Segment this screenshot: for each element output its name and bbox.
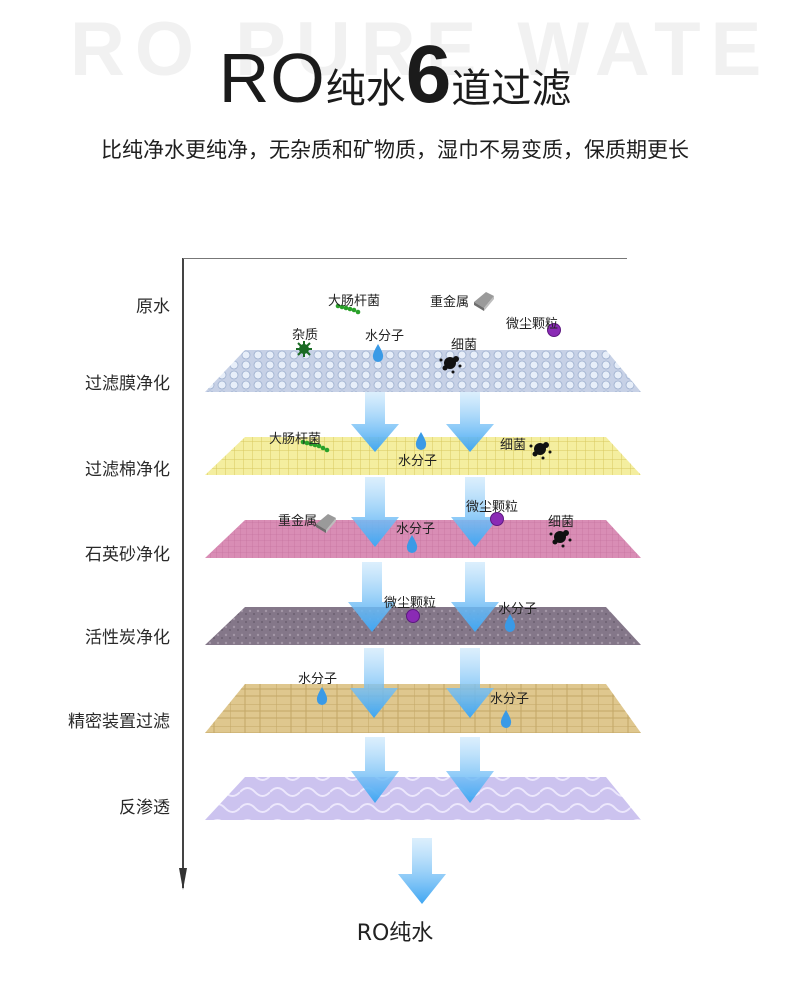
label-water: 水分子 (498, 602, 538, 617)
ecoli-icon (335, 303, 361, 315)
layer-precision (205, 684, 641, 733)
axis-top-line (183, 258, 627, 259)
dust-particle-icon (490, 512, 504, 526)
axis-arrow-tip (179, 868, 187, 890)
heavy-metal-icon (474, 292, 494, 311)
flow-arrow-membrane-left (351, 392, 399, 452)
water-drop-icon (406, 535, 418, 553)
background-watermark: RO PURE WATE (70, 7, 772, 92)
stage-label-cotton: 过滤棉净化 (85, 460, 170, 480)
flow-arrow-cotton-left (351, 477, 399, 547)
layer-quartz (205, 520, 641, 558)
stage-label-quartz: 石英砂净化 (85, 545, 170, 565)
bacteria-icon (439, 356, 462, 374)
label-bacteria: 细菌 (548, 515, 575, 530)
label-dust: 微尘颗粒 (384, 596, 437, 611)
label-dust: 微尘颗粒 (506, 317, 559, 332)
flow-arrow-carbon-right (446, 648, 494, 718)
flow-arrow-carbon-left (350, 648, 398, 718)
title-end: 道过滤 (451, 66, 572, 112)
flow-arrow-output (398, 838, 446, 904)
impurity-icon (296, 341, 312, 357)
label-water: 水分子 (365, 329, 405, 344)
water-drop-icon (504, 614, 516, 632)
layer-carbon (205, 607, 641, 645)
page-subtitle: 比纯净水更纯净，无杂质和矿物质，湿巾不易变质，保质期更长 (101, 138, 689, 162)
title-number: 6 (405, 29, 452, 120)
label-water: 水分子 (398, 454, 438, 469)
heavy-metal-icon (316, 514, 336, 533)
stage-label-precision: 精密装置过滤 (68, 712, 170, 732)
bacteria-icon (549, 530, 572, 548)
water-drop-icon (415, 432, 427, 450)
stage-label-carbon: 活性炭净化 (85, 628, 170, 648)
ecoli-icon (300, 439, 330, 453)
label-water: 水分子 (490, 692, 530, 707)
flow-arrow-membrane-right (446, 392, 494, 452)
label-bacteria: 细菌 (451, 338, 478, 353)
page-title: RO纯水6道过滤 (0, 28, 790, 122)
label-heavy-metal: 重金属 (430, 295, 470, 310)
flow-arrow-precision-right (446, 737, 494, 803)
label-water: 水分子 (298, 672, 338, 687)
bacteria-icon (529, 442, 552, 460)
stage-label-ro: 反渗透 (119, 798, 170, 818)
stage-label-membrane: 过滤膜净化 (85, 374, 170, 394)
flow-arrow-quartz-left (348, 562, 396, 632)
layer-reverse-osmosis (205, 777, 641, 820)
axis-vertical (182, 258, 184, 888)
label-heavy-metal: 重金属 (278, 514, 318, 529)
title-ro: RO (218, 39, 326, 117)
label-bacteria: 细菌 (500, 438, 527, 453)
label-ecoli: 大肠杆菌 (328, 294, 381, 309)
output-label: RO纯水 (356, 921, 434, 946)
water-drop-icon (500, 710, 512, 728)
dust-particle-icon (406, 609, 420, 623)
title-mid: 纯水 (325, 66, 406, 112)
label-water: 水分子 (396, 522, 436, 537)
layer-membrane (205, 350, 641, 392)
flow-arrow-cotton-right (451, 477, 499, 547)
label-impurity: 杂质 (292, 328, 319, 343)
stage-label-raw-water: 原水 (136, 297, 170, 317)
water-drop-icon (316, 687, 328, 705)
water-drop-icon (372, 344, 384, 362)
label-ecoli: 大肠杆菌 (269, 432, 322, 447)
dust-particle-icon (547, 323, 561, 337)
flow-arrow-precision-left (351, 737, 399, 803)
flow-arrow-quartz-right (451, 562, 499, 632)
label-dust: 微尘颗粒 (466, 500, 519, 515)
